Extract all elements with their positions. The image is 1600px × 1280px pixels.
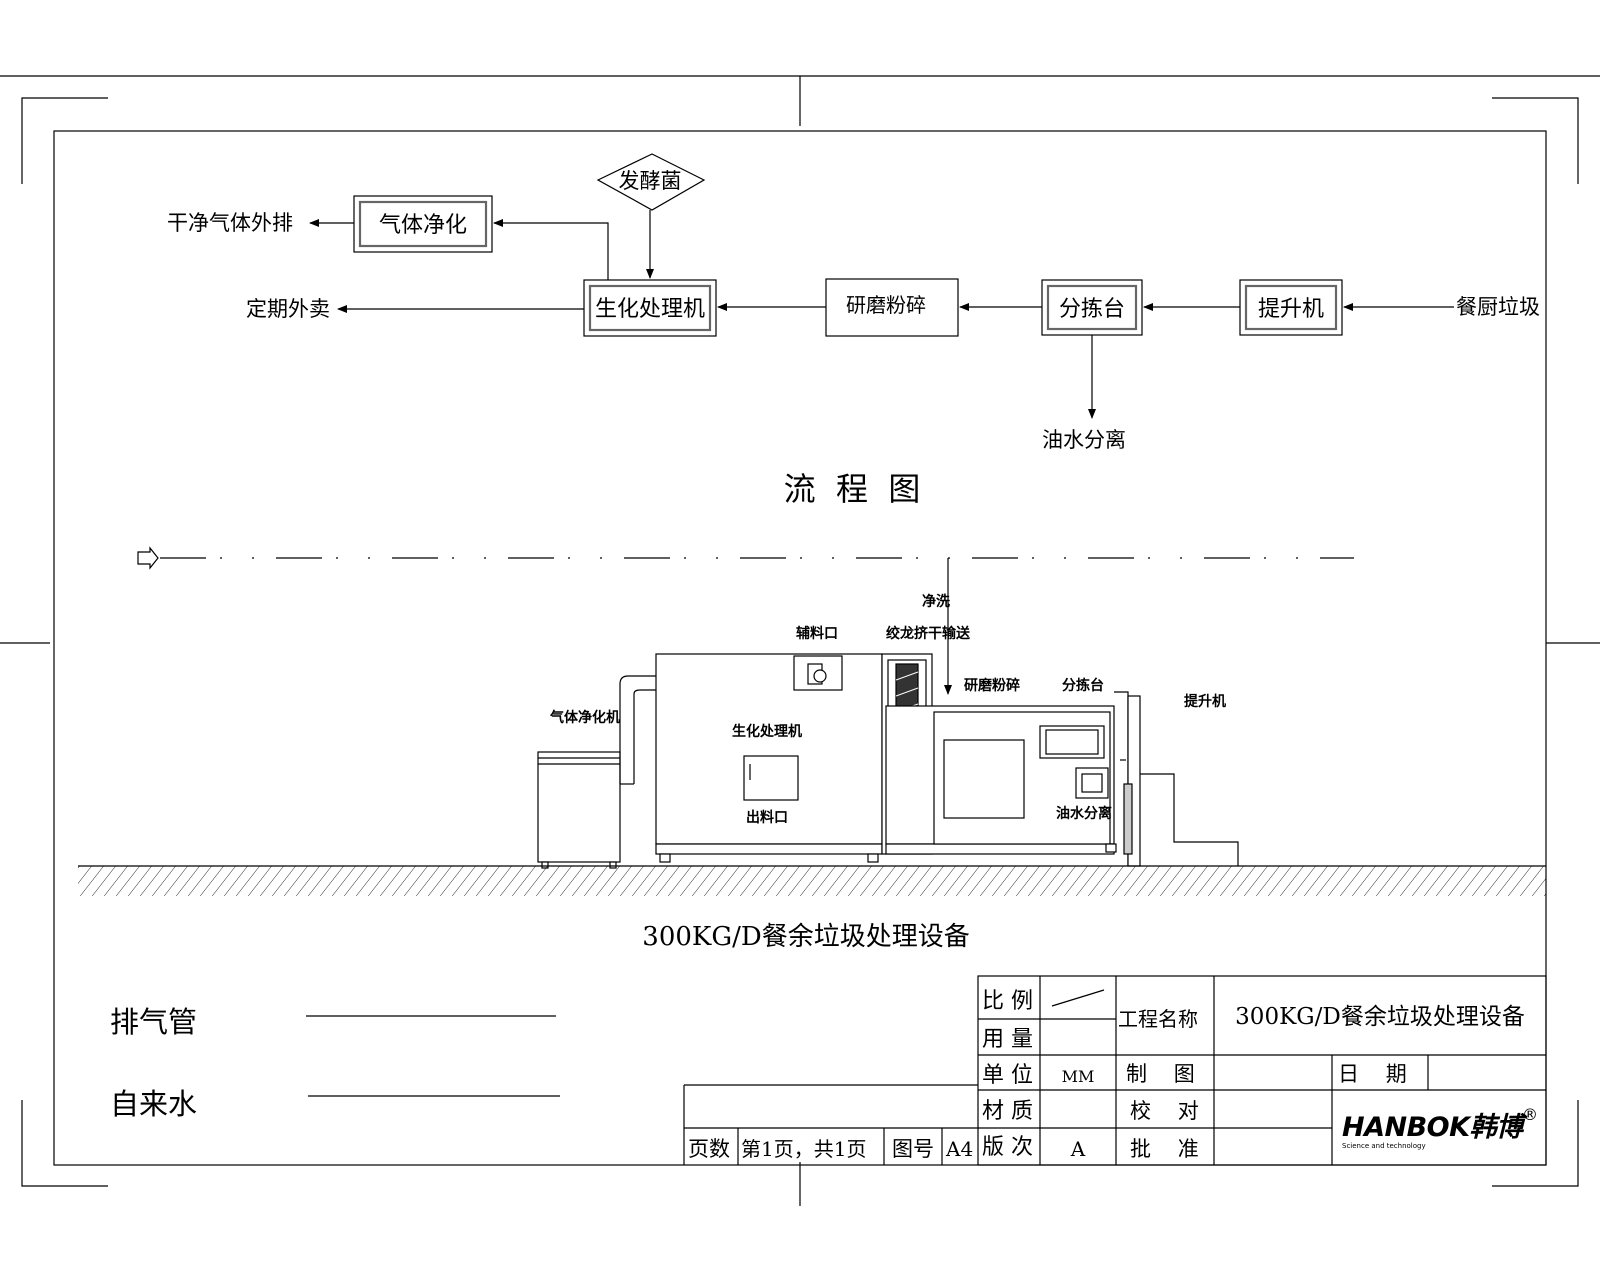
legend-tap-water-label: 自来水 — [110, 1087, 197, 1121]
tb-date-label: 日 期 — [1338, 1062, 1407, 1086]
equipment-elevation — [537, 558, 1239, 869]
flow-node-ferment: 发酵菌 — [619, 169, 682, 193]
machine-title: 300KG/D餐余垃圾处理设备 — [642, 922, 969, 952]
flow-label-kitchen-waste: 餐厨垃圾 — [1456, 295, 1540, 319]
tb-pages-value: 第1页，共1页 — [741, 1137, 866, 1161]
tb-unit-value: MM — [1062, 1067, 1095, 1086]
company-logo: HANBOK韩博 — [1342, 1112, 1528, 1143]
tb-scale-label: 比 例 — [982, 989, 1033, 1014]
tb-version-label: 版 次 — [982, 1135, 1033, 1160]
logo-registered-icon: ® — [1522, 1105, 1538, 1124]
tb-project-label: 工程名称 — [1118, 1007, 1198, 1031]
machine-label-oil-water: 油水分离 — [1056, 805, 1112, 822]
flow-label-clean-gas-out: 干净气体外排 — [167, 211, 293, 235]
flow-box-gas-purify: 气体净化 — [379, 213, 467, 238]
tb-unit-label: 单 位 — [982, 1063, 1033, 1088]
machine-label-lift: 提升机 — [1184, 693, 1226, 710]
machine-label-screw-conveyor: 绞龙挤干输送 — [886, 625, 971, 642]
tb-usage-label: 用 量 — [982, 1027, 1033, 1052]
title-block — [683, 975, 1547, 1166]
company-logo-tagline: Science and technology — [1342, 1142, 1426, 1150]
flow-label-regular-sale: 定期外卖 — [246, 297, 330, 321]
machine-label-aux-inlet: 辅料口 — [796, 625, 838, 642]
tb-checked-label: 校 对 — [1130, 1099, 1199, 1123]
machine-label-sort-table: 分拣台 — [1062, 677, 1104, 694]
machine-label-grind: 研磨粉碎 — [964, 677, 1020, 694]
tb-drawn-label: 制 图 — [1126, 1062, 1195, 1086]
machine-label-gas-purifier: 气体净化机 — [549, 709, 620, 726]
tb-material-label: 材 质 — [982, 1099, 1033, 1124]
machine-label-rinse: 净洗 — [922, 593, 950, 610]
tb-version-value: A — [1070, 1137, 1086, 1161]
flow-title: 流 程 图 — [784, 470, 921, 508]
tb-project-value: 300KG/D餐余垃圾处理设备 — [1235, 1004, 1525, 1030]
center-line — [137, 546, 1354, 570]
flow-box-lift: 提升机 — [1258, 297, 1324, 322]
tb-approved-label: 批 准 — [1130, 1137, 1199, 1161]
machine-label-outlet: 出料口 — [746, 809, 788, 826]
sheet-frame — [0, 75, 1600, 1206]
flow-label-oil-water: 油水分离 — [1042, 428, 1126, 452]
tb-drawing-no-label: 图号 — [892, 1137, 934, 1161]
flow-box-grind: 研磨粉碎 — [846, 293, 926, 317]
tb-pages-label: 页数 — [688, 1137, 730, 1161]
legend-exhaust-label: 排气管 — [110, 1005, 197, 1039]
flow-box-sort-table: 分拣台 — [1059, 297, 1125, 322]
machine-label-bio-processor: 生化处理机 — [732, 723, 802, 740]
title-block-text: 比 例 用 量 单 位 MM 材 质 版 次 A 工程名称 300KG/D餐余垃… — [688, 989, 1538, 1161]
ground — [78, 865, 1546, 896]
legend: 排气管 自来水 — [110, 1005, 560, 1121]
flow-box-bio-processor: 生化处理机 — [595, 297, 705, 322]
flow-chart: 干净气体外排 气体净化 发酵菌 生化处理机 定期外卖 研磨粉碎 分拣台 提升机 … — [167, 153, 1540, 508]
tb-paper-size: A4 — [945, 1137, 973, 1161]
